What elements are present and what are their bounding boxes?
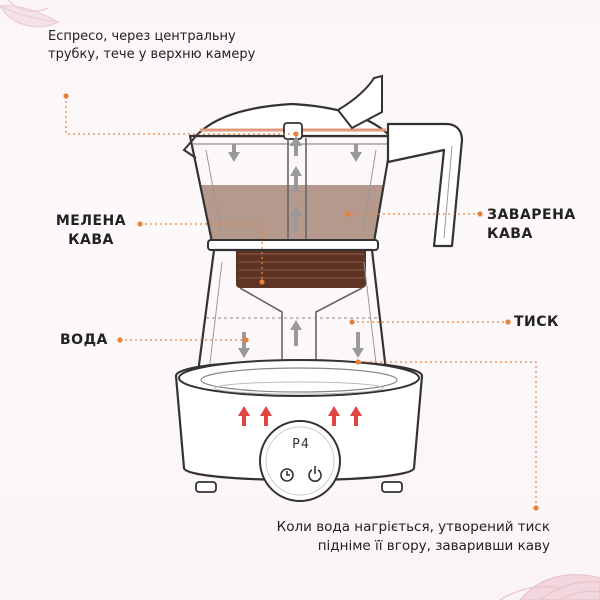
flow-arrow <box>290 320 302 346</box>
handle <box>386 122 464 248</box>
glass-highlight <box>361 149 377 237</box>
ground-coffee-filter <box>236 246 366 288</box>
leader-intro <box>65 96 296 135</box>
heat-arrow <box>238 406 250 426</box>
pressure-label: ТИСК <box>514 314 559 330</box>
pour-lip <box>182 135 197 159</box>
heat-arrows <box>238 406 362 426</box>
flow-arrow <box>350 144 362 162</box>
glass-highlight <box>205 149 223 237</box>
heating-ring <box>200 367 398 393</box>
stove-foot <box>195 481 217 493</box>
lid-knob <box>283 122 303 140</box>
flow-arrow <box>352 332 364 358</box>
decor-leaf-top-left <box>0 0 60 28</box>
heat-arrow <box>350 406 362 426</box>
chamber-joint <box>207 239 379 251</box>
control-panel <box>259 420 341 502</box>
flow-arrow <box>290 206 302 232</box>
leader-lines <box>65 96 537 508</box>
ground-coffee-label: МЕЛЕНА КАВА <box>55 213 127 248</box>
control-panel-ring <box>265 426 335 496</box>
water-label: ВОДА <box>60 332 108 348</box>
central-tube <box>287 138 307 246</box>
stove-foot <box>381 481 403 493</box>
spout <box>336 74 383 130</box>
leader-ground <box>140 223 263 282</box>
outro-text: Коли вода нагріється, утворений тиск під… <box>276 519 550 554</box>
intro-text: Еспресо, через центральну трубку, тече у… <box>48 29 256 62</box>
heat-arrow <box>260 406 272 426</box>
timer-icon[interactable] <box>280 468 294 482</box>
filter-funnel <box>239 287 363 361</box>
stove-top <box>178 359 420 397</box>
power-icon[interactable] <box>308 466 322 482</box>
decor-leaf-bottom-right <box>499 574 600 600</box>
flow-arrow <box>290 136 302 156</box>
leader-outro <box>358 361 537 508</box>
leader-dots <box>63 93 539 511</box>
heating-ring-inner <box>214 381 384 395</box>
heat-arrow <box>328 406 340 426</box>
stove-display: P4 <box>292 437 310 452</box>
flow-arrow <box>238 332 250 358</box>
flow-arrow <box>228 144 240 162</box>
handle-detail <box>443 145 453 239</box>
brewed-coffee-liquid <box>200 185 384 240</box>
brewed-coffee-label: ЗАВАРЕНА КАВА <box>487 207 576 242</box>
glass-highlight <box>207 261 223 381</box>
flow-arrow <box>290 166 302 192</box>
glass-highlight <box>363 261 379 381</box>
